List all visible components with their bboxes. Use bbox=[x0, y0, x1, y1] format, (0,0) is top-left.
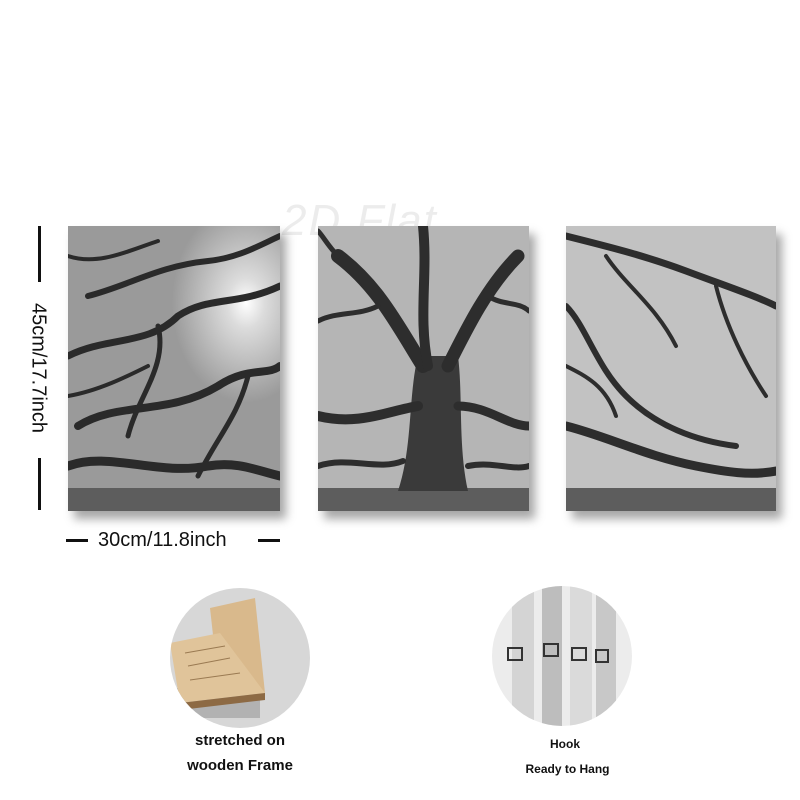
frame-caption-line2: wooden Frame bbox=[187, 757, 293, 774]
width-dimension-line-left bbox=[66, 539, 88, 542]
height-dimension-line-bottom bbox=[38, 458, 41, 510]
frame-caption-line1: stretched on bbox=[194, 732, 285, 749]
hook-caption-line2: Ready to Hang bbox=[525, 762, 610, 776]
oak-tree-right-image bbox=[566, 226, 776, 511]
height-dimension-label: 45cm/17.7inch bbox=[27, 302, 50, 434]
hook-photo-icon bbox=[492, 586, 632, 726]
oak-tree-left-image bbox=[68, 226, 280, 511]
wooden-frame-photo-icon bbox=[170, 588, 310, 728]
left-panel bbox=[68, 226, 280, 511]
center-panel bbox=[318, 226, 529, 511]
hook-caption-line1: Hook bbox=[550, 737, 580, 751]
height-dimension-line-top bbox=[38, 226, 41, 282]
right-panel bbox=[566, 226, 776, 511]
oak-tree-trunk-image bbox=[318, 226, 529, 511]
width-dimension-line-right bbox=[258, 539, 280, 542]
width-dimension-label: 30cm/11.8inch bbox=[98, 529, 227, 551]
